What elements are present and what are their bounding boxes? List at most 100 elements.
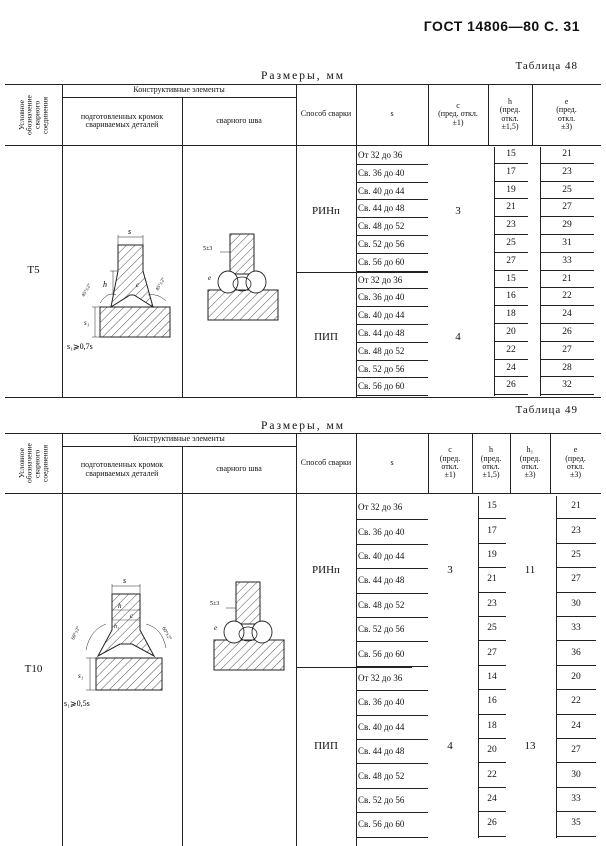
h-value-cell: 14 (487, 672, 497, 682)
e-value-cell: 20 (571, 672, 581, 682)
s-range-cell: Св. 36 до 40 (358, 292, 405, 303)
e-value-cell: 33 (571, 794, 581, 804)
h-value-cell: 18 (487, 720, 497, 731)
t48-label-s: s (128, 227, 131, 236)
t49-prepared-edges-drawing: s h c h₁ s₁ 60°±2° 60°±2° s₁⩾0,5s (64, 576, 172, 708)
e-value-cell: 30 (571, 598, 581, 609)
e-value-cell: 32 (562, 380, 572, 391)
e-value-cell: 23 (571, 525, 581, 536)
h-value-cell: 22 (506, 344, 516, 355)
s-range-cell: Св. 36 до 40 (358, 526, 405, 537)
e-value-cell: 28 (562, 362, 572, 373)
e-value-cell: 33 (562, 255, 572, 266)
h-value-cell: 17 (506, 166, 516, 177)
h-value-cell: 19 (506, 184, 516, 195)
e-value-cell: 21 (571, 501, 581, 512)
t49-head-e: e (пред. откл. ±3) (565, 445, 586, 480)
s-range-cell: Св. 44 до 48 (358, 327, 405, 338)
e-value-cell: 25 (571, 550, 581, 560)
t49-head-designation: Условное обозначение сварного соединения (16, 443, 50, 484)
e-value-cell: 27 (562, 344, 572, 355)
t49-label-h1: h₁ (114, 624, 119, 630)
s-range-cell: Св. 40 до 44 (358, 185, 405, 196)
table-49-caption: Размеры, мм (260, 420, 346, 432)
h-value-cell: 18 (506, 309, 516, 320)
e-value-cell: 27 (562, 202, 572, 213)
e-value-cell: 22 (571, 696, 581, 707)
t48-weld-label: 5±3 (203, 246, 212, 252)
h-value-cell: 25 (506, 237, 516, 248)
t49-h1-0: 11 (524, 563, 536, 576)
t48-label-c: c (136, 281, 140, 289)
e-value-cell: 21 (562, 273, 572, 284)
table-48-number: Таблица 48 (515, 60, 578, 72)
s-range-cell: Св. 56 до 60 (358, 256, 405, 267)
t49-head-constructive: Конструктивные элементы (133, 434, 225, 444)
s-range-cell: Св. 48 до 52 (358, 770, 405, 781)
e-value-cell: 24 (562, 309, 572, 320)
t49-angle-1: 60°±2° (71, 626, 82, 641)
h-value-cell: 21 (487, 574, 497, 585)
h-value-cell: 26 (487, 818, 497, 829)
s-range-cell: Св. 52 до 56 (358, 238, 405, 249)
t49-label-e: e (214, 624, 217, 632)
h-value-cell: 15 (506, 148, 516, 159)
table-49-number: Таблица 49 (515, 404, 578, 416)
h-value-cell: 27 (487, 647, 497, 658)
e-value-cell: 25 (562, 184, 572, 195)
s-range-cell: Св. 48 до 52 (358, 345, 405, 356)
h-value-cell: 15 (506, 273, 516, 284)
t49-head-prepared: подготовленных кромок свариваемых детале… (80, 460, 164, 478)
t48-label-s1: s₁ (84, 319, 89, 327)
h-value-cell: 24 (506, 362, 516, 373)
h-value-cell: 20 (506, 326, 516, 337)
t48-head-s: s (390, 109, 394, 119)
t48-method-0: РИНп (312, 205, 340, 218)
t49-designation: Т10 (24, 662, 43, 675)
t49-head-c: c (пред. откл. ±1) (439, 445, 461, 480)
s-range-cell: Св. 40 до 44 (358, 721, 405, 732)
s-range-cell: Св. 56 до 60 (358, 819, 405, 830)
t49-method-0: РИНп (312, 563, 340, 576)
s-range-cell: От 32 до 36 (358, 274, 403, 285)
t48-head-weld: сварного шва (216, 115, 262, 125)
t48-angle-1: 45°±2° (81, 283, 92, 298)
s-range-cell: Св. 52 до 56 (358, 624, 405, 635)
h-value-cell: 23 (487, 598, 497, 609)
s-range-cell: Св. 36 до 40 (358, 697, 405, 708)
s-range-cell: Св. 44 до 48 (358, 575, 405, 586)
t49-weld-label: 5±3 (210, 601, 219, 607)
s-range-cell: От 32 до 36 (358, 673, 403, 683)
t48-head-e: e (пред. откл. ±3) (556, 96, 577, 131)
t48-head-h: h (пред. откл. ±1,5) (499, 96, 521, 131)
s-range-cell: Св. 48 до 52 (358, 221, 405, 232)
t48-label-h: h (103, 280, 107, 289)
t49-method-1: ПИП (314, 740, 338, 753)
t48-head-prepared: подготовленных кромок свариваемых детале… (80, 111, 164, 129)
t48-head-c: c (пред. откл. ±1) (438, 100, 478, 127)
t49-h1-1: 13 (524, 740, 536, 753)
table-48-caption: Размеры, мм (260, 70, 346, 82)
h-value-cell: 24 (487, 794, 497, 804)
t48-weld-drawing: 5±3 e (203, 233, 279, 321)
h-value-cell: 20 (487, 745, 497, 756)
t48-head-constructive: Конструктивные элементы (133, 85, 225, 95)
t48-prepared-edges-drawing: s h c s₁ 45°±2° 45°±2° s₁⩾0,7s (67, 227, 171, 351)
h-value-cell: 19 (487, 550, 497, 560)
h-value-cell: 22 (487, 769, 497, 780)
e-value-cell: 27 (571, 574, 581, 585)
t48-angle-2: 45°±2° (155, 277, 166, 292)
s-range-cell: От 32 до 36 (358, 149, 403, 160)
s-range-cell: Св. 56 до 60 (358, 648, 405, 659)
t49-head-method: Способ сварки (300, 457, 352, 467)
t48-note: s₁⩾0,7s (67, 342, 93, 351)
s-range-cell: От 32 до 36 (358, 502, 403, 513)
s-range-cell: Св. 44 до 48 (358, 746, 405, 757)
t48-c-0: 3 (455, 205, 461, 218)
h-value-cell: 16 (487, 696, 497, 707)
t48-designation: Т5 (27, 264, 40, 277)
h-value-cell: 15 (487, 501, 497, 512)
t48-label-e: e (208, 274, 211, 282)
